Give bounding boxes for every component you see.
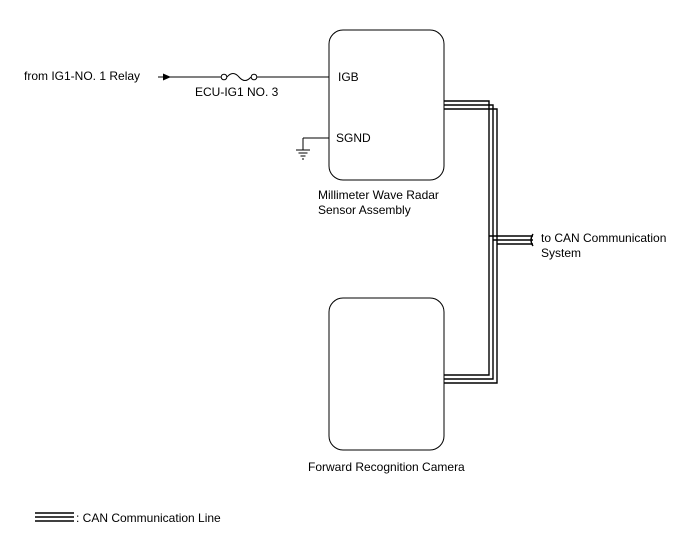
arrow-icon (163, 73, 171, 81)
ground-symbol (296, 137, 329, 160)
legend-line (35, 512, 74, 522)
input-wire (158, 73, 222, 81)
radar-name-line2: Sensor Assembly (318, 203, 411, 217)
fuse-symbol (220, 73, 329, 81)
pin-igb-label: IGB (338, 70, 359, 84)
camera-box (328, 297, 445, 451)
fuse-label: ECU-IG1 NO. 3 (195, 85, 279, 99)
can-target-line2: System (541, 246, 582, 260)
legend-text: : CAN Communication Line (76, 511, 221, 525)
cable-break-icon (530, 233, 534, 247)
radar-name-line1: Millimeter Wave Radar (318, 188, 439, 202)
radar-sensor-box (328, 29, 445, 181)
can-bus-lines (444, 100, 534, 384)
input-source-label: from IG1-NO. 1 Relay (24, 69, 141, 83)
pin-sgnd-label: SGND (336, 131, 371, 145)
can-target-line1: to CAN Communication (541, 231, 667, 245)
camera-name-label: Forward Recognition Camera (308, 460, 465, 474)
